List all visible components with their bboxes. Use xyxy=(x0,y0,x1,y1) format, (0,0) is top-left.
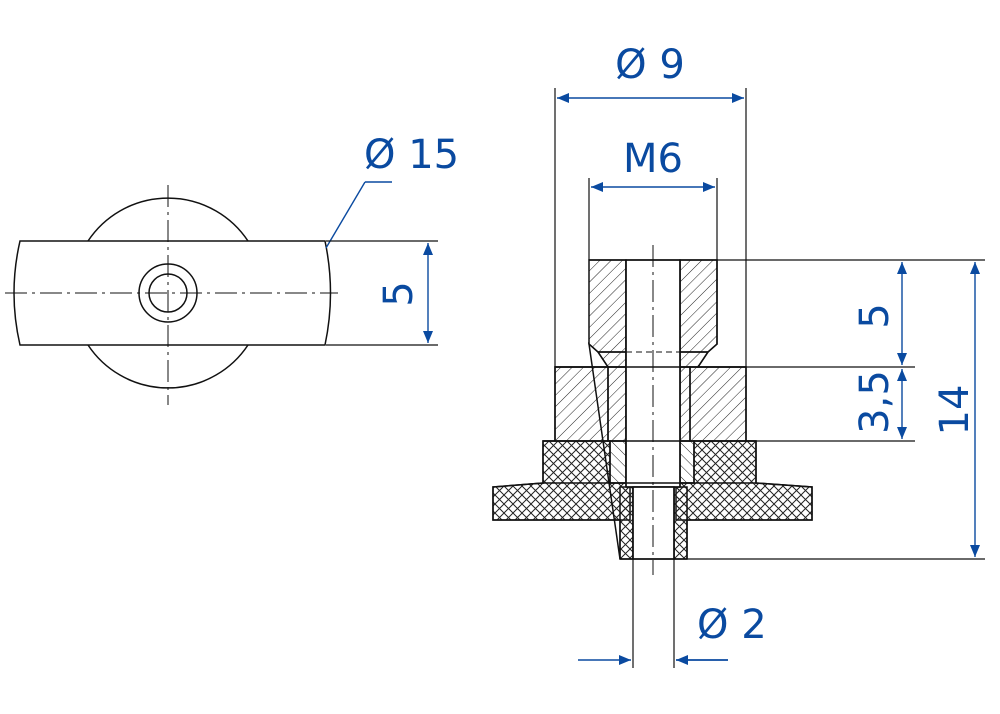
thread-m6-label: M6 xyxy=(623,136,683,182)
flange-right xyxy=(675,440,813,521)
spigot-right xyxy=(673,486,688,560)
flat-body-outline xyxy=(13,240,332,346)
section-view-dimensions xyxy=(554,88,985,668)
middle-bore-wall-left xyxy=(607,366,627,442)
diameter-9-label: Ø 9 xyxy=(615,42,685,88)
middle-bore-wall-right xyxy=(679,366,691,442)
side-view-dimensions xyxy=(325,181,438,346)
middle-height-3-5-label: 3,5 xyxy=(852,370,898,434)
thickness-5-label: 5 xyxy=(376,281,422,306)
spigot-left xyxy=(619,486,634,560)
thread-hidden-lines xyxy=(626,351,680,442)
diameter-2-label: Ø 2 xyxy=(697,602,767,648)
middle-body-right xyxy=(689,366,747,442)
upper-height-5-label: 5 xyxy=(852,303,898,328)
diameter-15-label: Ø 15 xyxy=(364,132,459,178)
shoulder-left xyxy=(609,440,627,484)
side-view-centerlines xyxy=(5,185,338,405)
diameter-15-leader xyxy=(325,181,366,249)
thread-body-right xyxy=(679,259,718,353)
section-view xyxy=(492,259,813,560)
middle-body-left xyxy=(554,366,609,442)
total-height-14-label: 14 xyxy=(932,385,978,436)
thread-body-left xyxy=(588,259,627,353)
shoulder-right xyxy=(679,440,695,484)
